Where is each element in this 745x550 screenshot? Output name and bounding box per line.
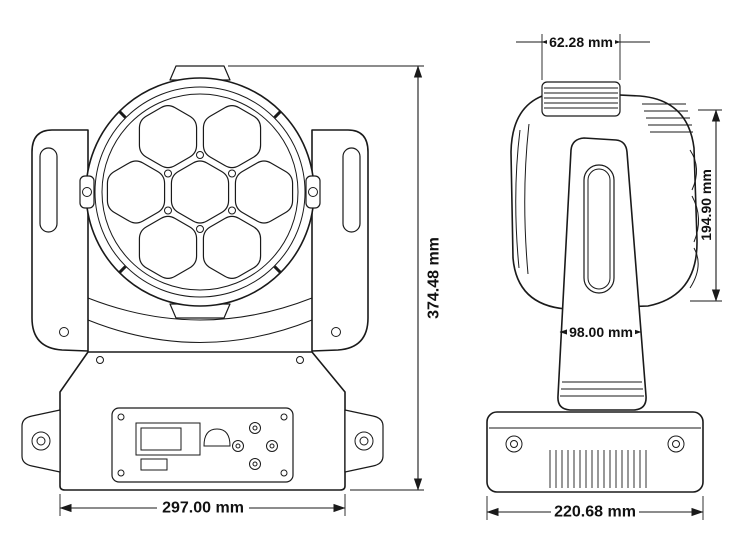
rear-rib-bump-2 [691,195,699,243]
rim-notch-sw [118,265,127,274]
lens-top-left [138,105,198,169]
display-label-plate [140,458,168,471]
lens-screw-2 [196,225,204,233]
side-arm-slot-outer [583,164,615,294]
lens-right [234,160,294,224]
rear-rib-bump-3 [689,247,699,289]
lens-bottom-left [138,215,198,279]
menu-button-left-dot [235,443,241,449]
arm-screw-left [59,327,69,337]
lens-screw-5 [196,151,204,159]
dim-label-side-top-width: 62.28 mm [549,34,613,50]
dim-label-front-width: 297.00 mm [162,500,244,517]
head-inner-ring [94,86,306,298]
foot-bolt-right-inner [359,436,369,446]
rear-rib-bump-1 [689,149,697,191]
display-frame [135,422,201,456]
lens-center [170,160,230,224]
base-screw-right [296,356,304,364]
panel-screw-br [280,469,288,477]
panel-screw-tl [117,413,125,421]
arm-screw-right [331,327,341,337]
lens-top-right [202,105,262,169]
menu-button-down-dot [252,461,258,467]
front-rim-line-1 [515,129,521,269]
lens-screw-1 [228,206,236,215]
menu-button-right-dot [269,443,275,449]
tilt-hub-left-bolt [82,187,92,197]
rim-notch-se [273,265,282,274]
side-arm-slot-inner [587,168,611,290]
arm-handle-slot-right [342,147,361,233]
ir-sensor-dome [203,428,231,447]
front-rim-line-2 [524,123,530,275]
lens-bottom-right [202,215,262,279]
dim-label-front-height: 374.48 mm [426,237,443,319]
dim-label-side-inner-width: 98.00 mm [569,324,633,340]
side-head-top-cap [541,81,621,117]
side-base [486,411,704,493]
dim-label-side-base-width: 220.68 mm [554,504,636,521]
panel-screw-bl [117,469,125,477]
display-screen [140,427,182,451]
lens-screw-3 [164,206,172,215]
side-base-bolt-left-inner [510,440,518,448]
lens-bezel-ring [101,93,299,291]
control-panel [111,407,294,483]
lens-left [106,160,166,224]
arm-handle-slot-left [39,147,58,233]
rim-notch-ne [273,110,282,119]
yoke-beam-upper-curve [87,297,313,321]
base-screw-left [96,356,104,364]
front-view [21,65,384,491]
side-base-fins [549,450,647,488]
rim-notch-nw [118,110,127,119]
dim-label-side-head-height: 194.90 mm [698,169,714,241]
lens-screw-6 [228,169,236,178]
menu-button-up-dot [252,425,258,431]
foot-bolt-left-inner [36,436,46,446]
panel-screw-tr [280,413,288,421]
tilt-hub-right-bolt [308,187,318,197]
side-view [486,81,704,493]
dimensions: 374.48 mm 297.00 mm 62.28 mm 194.90 mm 9… [59,34,722,521]
yoke-beam-lower-curve [87,319,313,343]
lens-screw-4 [164,169,172,178]
side-base-bolt-right-inner [672,440,680,448]
